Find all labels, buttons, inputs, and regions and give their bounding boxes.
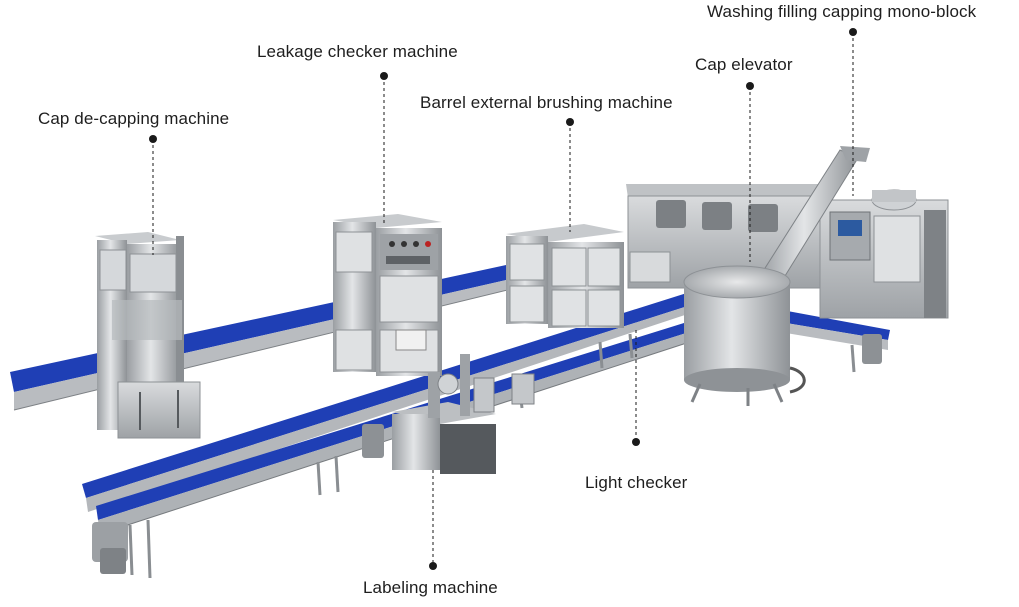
leakage-checker-body bbox=[333, 214, 442, 376]
barrel-brushing-body bbox=[506, 224, 624, 328]
dot-washing-filling-capping bbox=[849, 28, 857, 36]
motor-gearbox bbox=[92, 334, 882, 574]
labeling-machine-body bbox=[392, 354, 535, 474]
label-labeling-machine: Labeling machine bbox=[363, 578, 498, 597]
right-conveyor bbox=[780, 310, 890, 350]
conveyor-legs bbox=[128, 333, 856, 579]
label-leakage-checker: Leakage checker machine bbox=[257, 42, 458, 61]
label-washing-filling-capping: Washing filling capping mono-block bbox=[707, 2, 977, 21]
dot-light-checker bbox=[632, 438, 640, 446]
dot-barrel-brushing bbox=[566, 118, 574, 126]
dot-leakage-checker bbox=[380, 72, 388, 80]
label-barrel-brushing: Barrel external brushing machine bbox=[420, 93, 673, 112]
mono-block-body bbox=[626, 184, 949, 319]
leader-lines bbox=[152, 32, 854, 566]
light-checker-tank bbox=[683, 265, 806, 406]
label-cap-decapping: Cap de-capping machine bbox=[38, 109, 230, 128]
label-light-checker: Light checker bbox=[585, 473, 688, 492]
dot-cap-decapping bbox=[149, 135, 157, 143]
dot-cap-elevator bbox=[746, 82, 754, 90]
label-cap-elevator: Cap elevator bbox=[695, 55, 793, 74]
cap-decapping-machine-body bbox=[95, 232, 201, 439]
front-conveyor bbox=[82, 292, 703, 535]
dot-labeling-machine bbox=[429, 562, 437, 570]
leader-dots bbox=[149, 28, 857, 570]
